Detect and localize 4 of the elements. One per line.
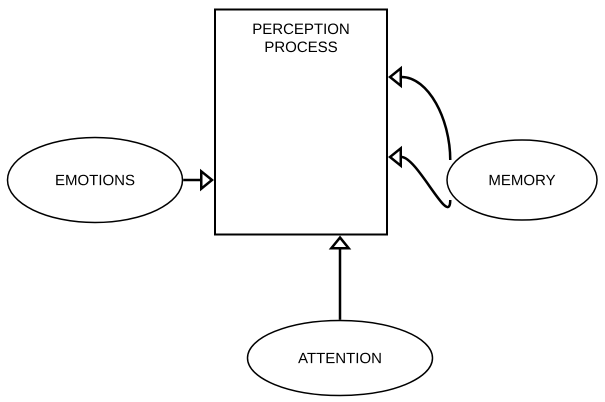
process-box: PERCEPTION PROCESS bbox=[214, 8, 388, 236]
thought-bubble: ATTENTION bbox=[246, 320, 434, 396]
thought-bubble: MEMORY bbox=[446, 139, 598, 221]
thought-bubble: EMOTIONS bbox=[6, 136, 184, 224]
